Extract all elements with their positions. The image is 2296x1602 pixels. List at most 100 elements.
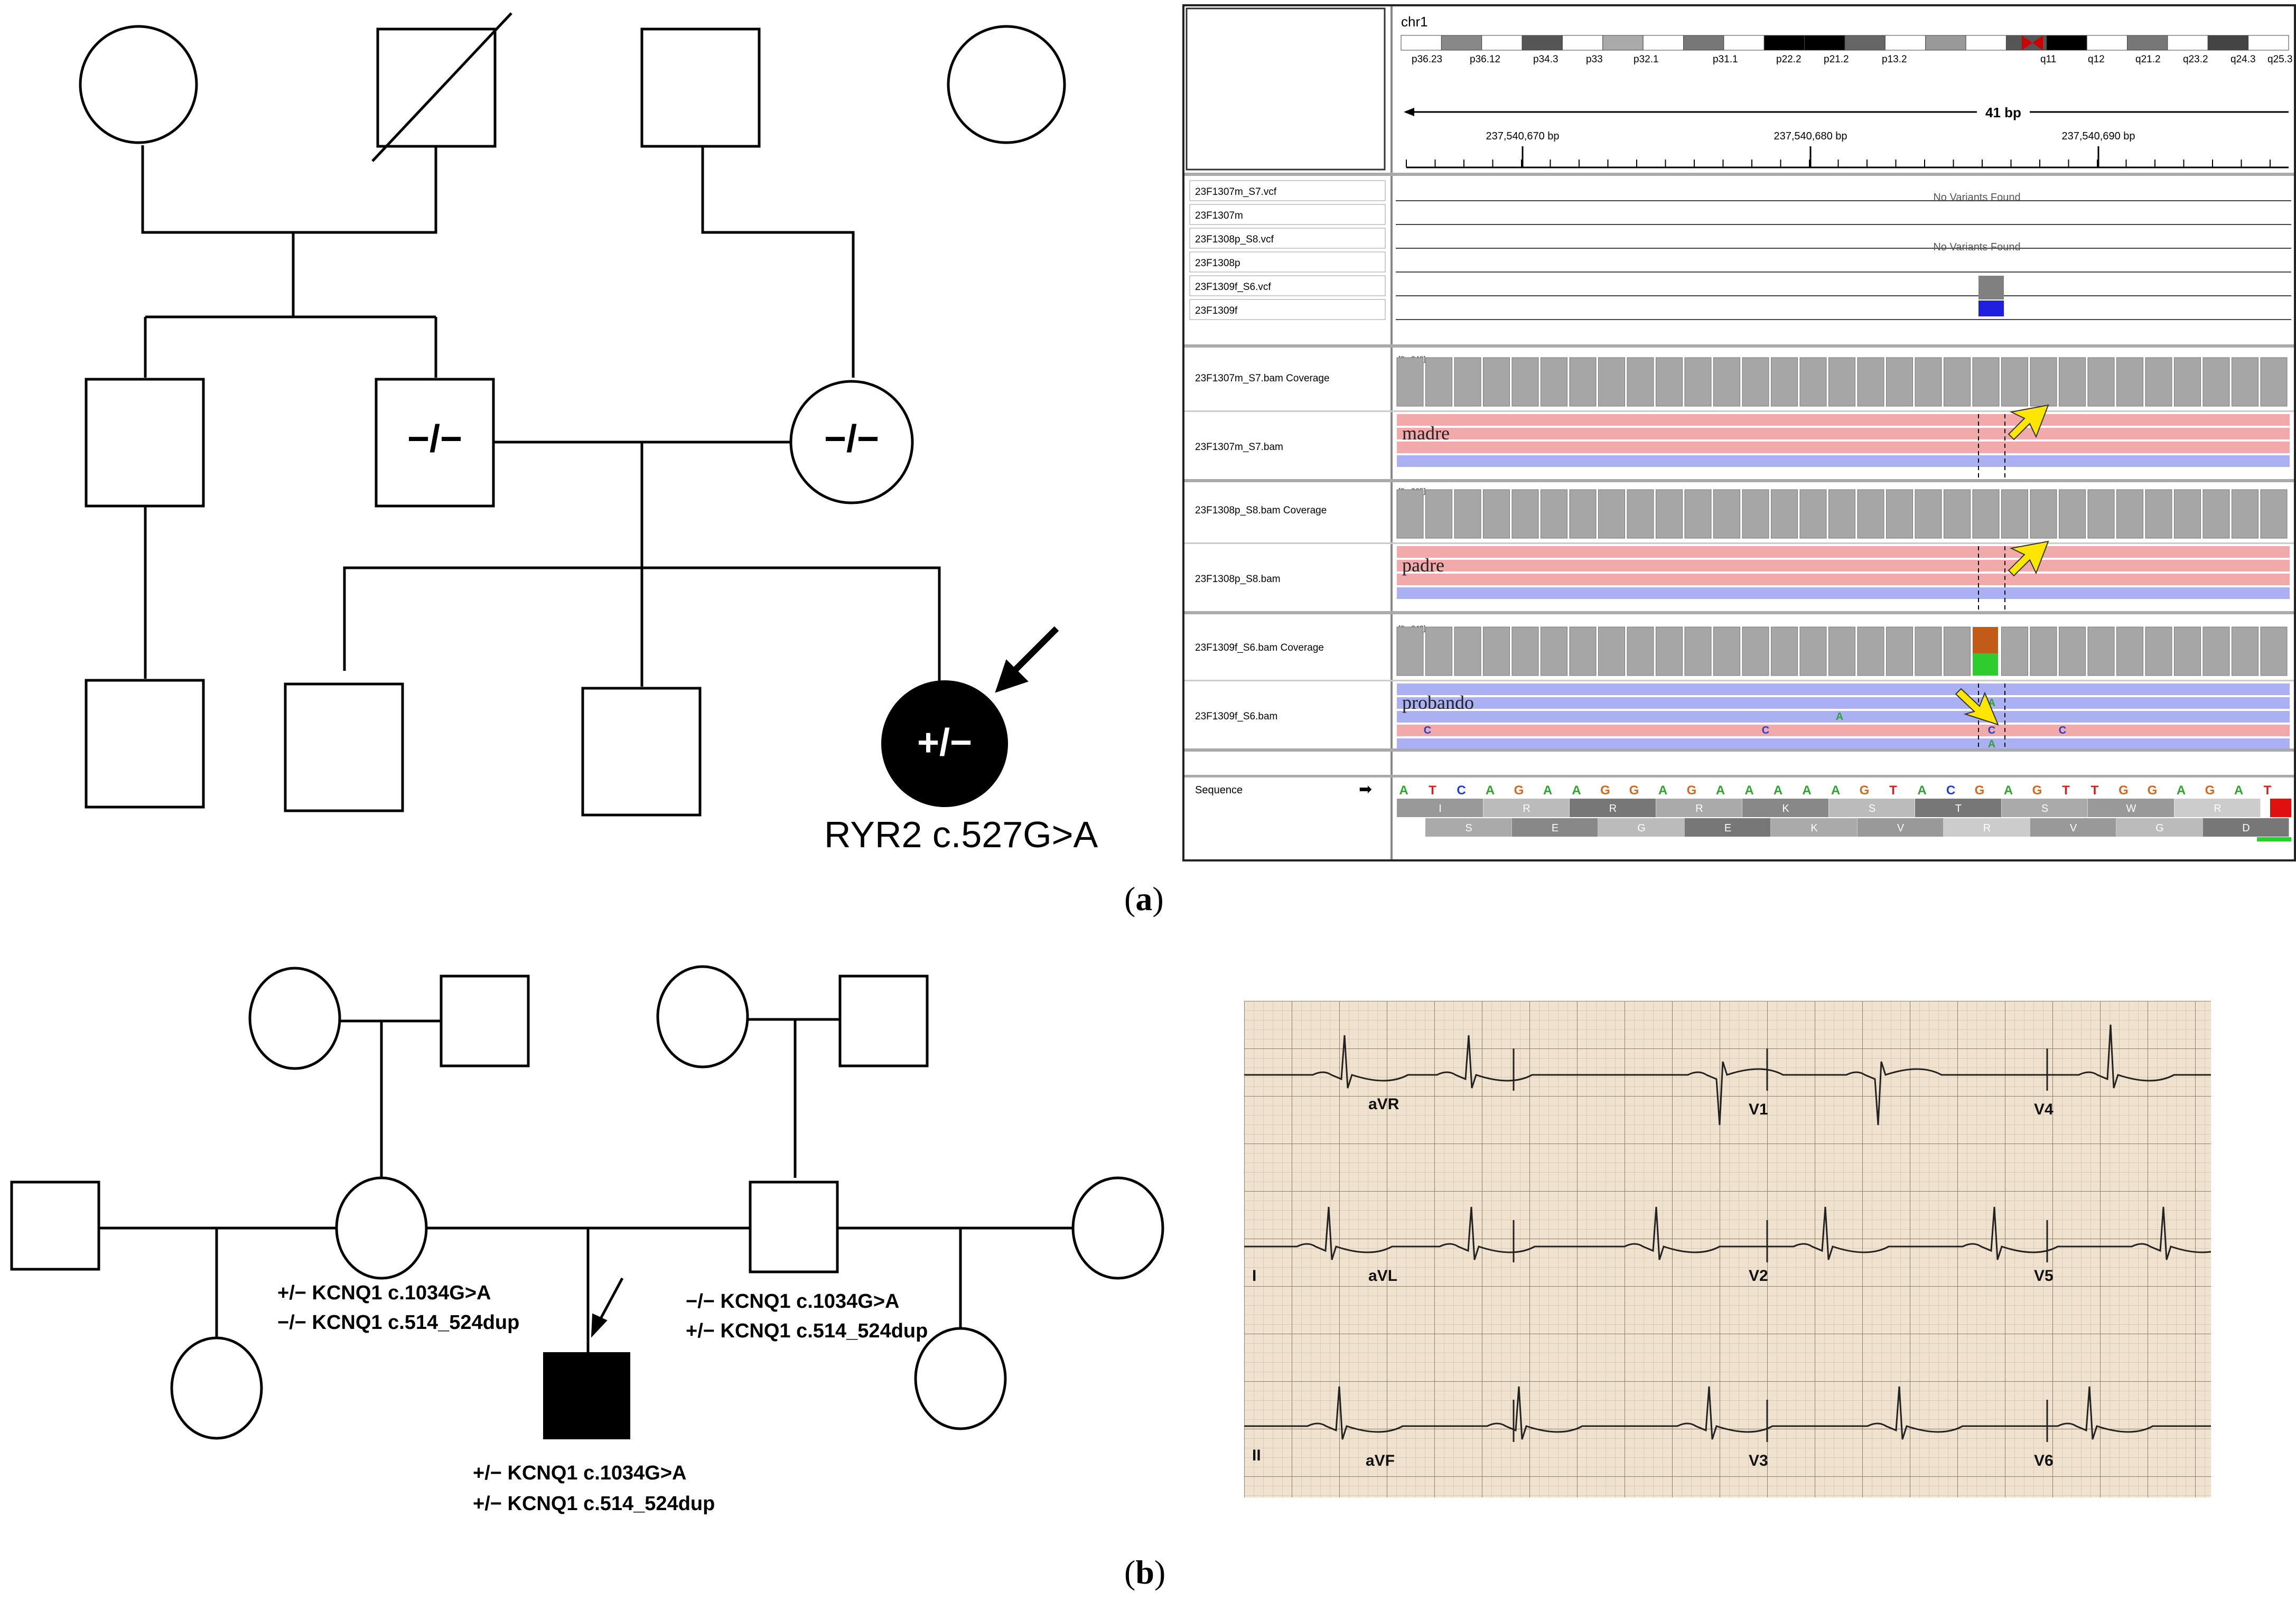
proband-arrow-a [995,626,1059,693]
pedigree-a-grandmother-paternal [79,25,198,144]
cytoband-label: q23.2 [2183,54,2208,65]
vcf-track-name[interactable]: 23F1309f [1195,305,1238,316]
mother-genotype-2: −/− KCNQ1 c.514_524dup [277,1311,520,1334]
pedigree-a-cousin [85,679,205,809]
sequence-label: Sequence [1195,784,1243,796]
read-mismatch-base: C [1988,725,1995,736]
sequence-base: G [1600,783,1610,798]
pedigree-b-grandmother-maternal [248,967,341,1070]
ecg-lead-label: aVR [1368,1095,1399,1113]
sequence-base: T [2062,783,2070,798]
coverage-track-name[interactable]: 23F1307m_S7.bam Coverage [1195,373,1330,384]
ecg-lead-label: V2 [1749,1267,1768,1285]
coverage-track-name[interactable]: 23F1308p_S8.bam Coverage [1195,505,1327,516]
sequence-base: T [2264,783,2272,798]
sequence-base: A [2177,783,2186,798]
cytoband-label: p36.23 [1412,54,1442,65]
genotypes-proband-b: +/− KCNQ1 c.1034G>A +/− KCNQ1 c.514_524d… [473,1458,715,1519]
sample-tag: madre [1402,423,1450,444]
sequence-base: A [1802,783,1811,798]
cytoband-label: q12 [2088,54,2105,65]
sequence-base: A [1543,783,1552,798]
cytoband-label: p21.2 [1824,54,1849,65]
sequence-base: G [2118,783,2129,798]
ruler-tick-1: 237,540,670 bp [1486,130,1559,142]
pedigree-b-mother-prev-partner [10,1181,100,1271]
vcf-track-name[interactable]: 23F1307m [1195,210,1243,221]
no-variants-1: No Variants Found [1933,192,2020,203]
pedigree-b-grandfather-maternal [440,975,530,1067]
pedigree-a-sibling-2 [581,687,702,817]
bam-track-name[interactable]: 23F1309f_S6.bam [1195,711,1277,722]
ecg-trace [1244,1386,2211,1440]
sequence-base: G [1514,783,1524,798]
ecg-lead-label: V4 [2034,1101,2054,1118]
amino-acid: W [2126,803,2136,814]
sample-tag: padre [1402,555,1444,576]
sequence-base: A [1658,783,1667,798]
genotype-mother-a: −/− [824,418,880,460]
ecg-lead-label: V3 [1749,1452,1768,1469]
bam-track-name[interactable]: 23F1307m_S7.bam [1195,442,1283,453]
amino-acid: S [1465,822,1472,834]
sequence-base: A [1572,783,1581,798]
sequence-base: A [1774,783,1782,798]
ruler-ticks [1406,146,2271,167]
pedigree-b-father [749,1181,839,1273]
variant-arrow-madre [2008,404,2049,441]
pedigree-b-grandfather-paternal [838,975,929,1067]
pedigree-b-proband [543,1352,630,1439]
ecg-lead-label: I [1252,1267,1256,1285]
proband-genotype-1: +/− KCNQ1 c.1034G>A [473,1462,687,1484]
variant-arrow-probando [1955,688,1999,726]
ecg-trace [1244,1024,2211,1126]
sequence-base: A [1917,783,1926,798]
vcf-genotype-het [1978,301,2004,316]
sequence-base: G [2205,783,2215,798]
vcf-variant-site [1978,276,2004,299]
ecg-lead-label: aVL [1368,1267,1397,1285]
cytoband-label: p33 [1586,54,1603,65]
sequence-base: A [1486,783,1495,798]
sequence-base: T [2091,783,2099,798]
ecg-lead-label: II [1252,1447,1261,1464]
cytoband-label: q25.3 [2267,54,2293,65]
cytoband-label: p32.1 [1634,54,1659,65]
vcf-track-list: 23F1307m_S7.vcf 23F1307m 23F1308p_S8.vcf 23… [1189,180,2291,320]
pedigree-a-grandfather-paternal-deceased [376,27,497,148]
variant-label-a: RYR2 c.527G>A [824,814,1098,855]
proband-genotype-2: +/− KCNQ1 c.514_524dup [473,1493,715,1515]
amino-acid: T [1955,803,1962,814]
vcf-track-name[interactable]: 23F1309f_S6.vcf [1195,282,1271,293]
ecg-lead-label: aVF [1366,1452,1395,1469]
chromosome-ideogram [1401,35,2289,51]
sequence-base: A [2004,783,2013,798]
sequence-base: T [1429,783,1436,798]
amino-acid: G [1637,822,1646,834]
sequence-base: A [1831,783,1840,798]
cytoband-label: q11 [2040,54,2056,65]
variant-arrow-padre [2008,540,2049,577]
cytoband-label: p36.12 [1470,54,1500,65]
vcf-track-name[interactable]: 23F1307m_S7.vcf [1195,186,1277,198]
pedigree-a-uncle [85,378,205,508]
sequence-base: G [2148,783,2158,798]
bam-track-name[interactable]: 23F1308p_S8.bam [1195,574,1281,585]
ruler-tick-3: 237,540,690 bp [2061,130,2135,142]
genotype-proband-a: +/− [917,722,973,764]
sequence-base: A [1399,783,1408,798]
amino-acid: E [1552,822,1558,834]
ecg-lead-label: V5 [2034,1267,2054,1285]
coverage-track-name[interactable]: 23F1309f_S6.bam Coverage [1195,642,1324,653]
pedigree-b-mother [335,1176,428,1280]
amino-acid: R [1523,803,1530,814]
vcf-track-name[interactable]: 23F1308p [1195,258,1240,269]
read-mismatch-base: A [1988,738,1995,750]
vcf-track-name[interactable]: 23F1308p_S8.vcf [1195,234,1274,245]
amino-acid: E [1724,822,1731,834]
sequence-base: A [1716,783,1725,798]
read-mismatch-base: C [1424,725,1431,736]
